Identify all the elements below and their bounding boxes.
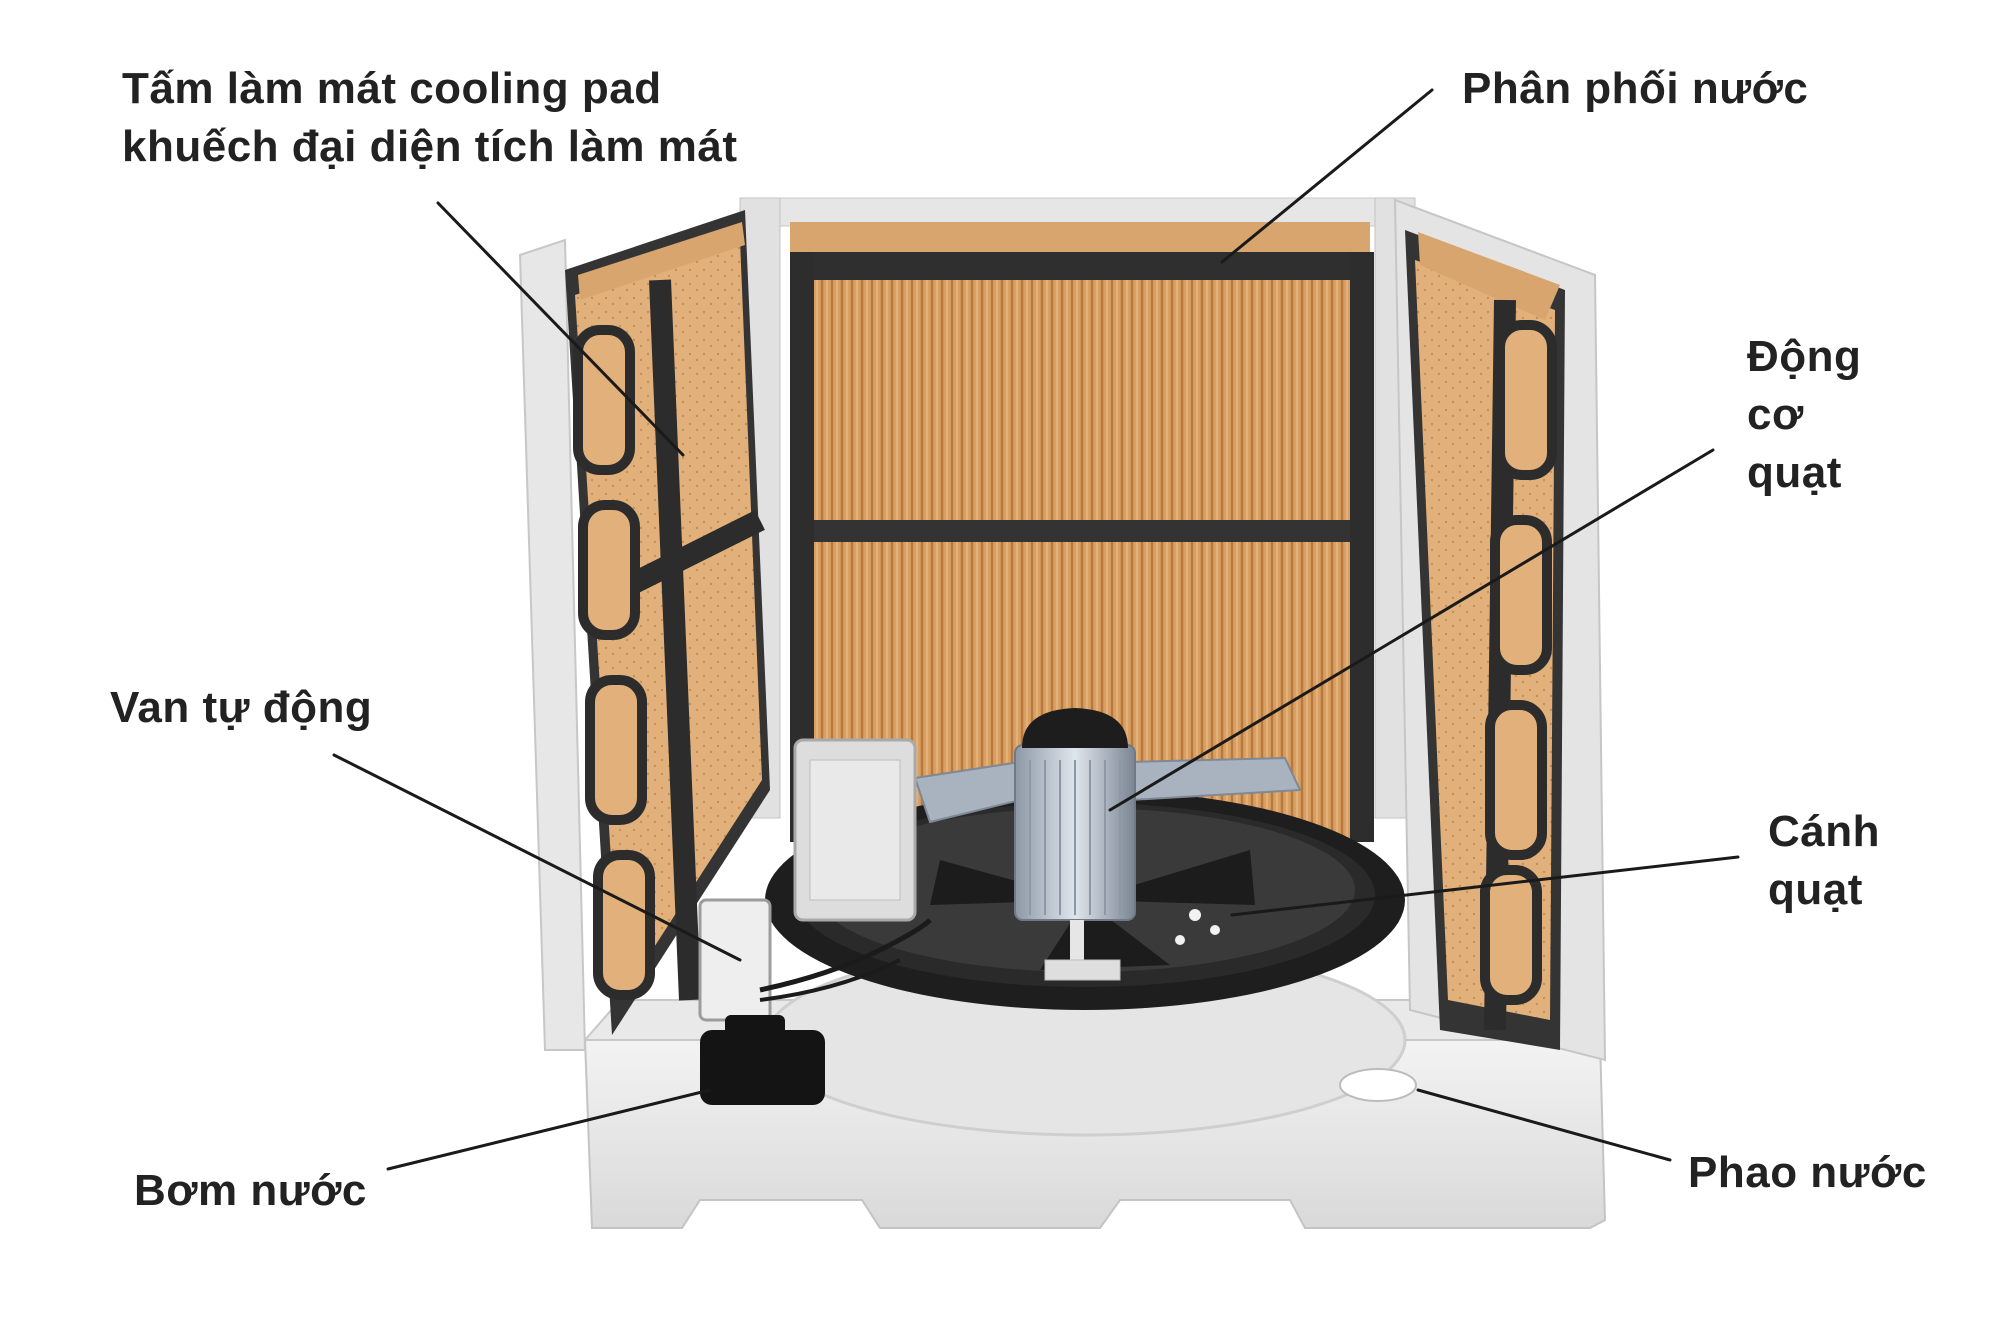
leader-water-float bbox=[1416, 1088, 1672, 1162]
label-fan-blade-line-2: quạt bbox=[1768, 865, 1863, 914]
label-cooling-pad-line-2: khuếch đại diện tích làm mát bbox=[122, 122, 738, 171]
label-water-float: Phao nước bbox=[1688, 1148, 1927, 1197]
leader-auto-valve bbox=[332, 753, 742, 962]
label-cooling-pad-line-1: Tấm làm mát cooling pad bbox=[122, 64, 662, 113]
valve-and-pump bbox=[698, 898, 932, 1105]
leader-fan-blade bbox=[1230, 855, 1740, 917]
label-fan-motor-line-2: cơ bbox=[1747, 390, 1804, 439]
leader-water-pump bbox=[386, 1088, 712, 1171]
label-water-pump: Bơm nước bbox=[134, 1166, 367, 1215]
label-fan-motor-line-3: quạt bbox=[1747, 448, 1842, 497]
label-fan-motor: Động cơ quạt bbox=[1747, 328, 1861, 502]
label-cooling-pad: Tấm làm mát cooling pad khuếch đại diện … bbox=[122, 60, 737, 176]
leader-water-distribution bbox=[1220, 88, 1434, 264]
water-float bbox=[1339, 1068, 1417, 1102]
fan-assembly bbox=[763, 708, 1407, 1137]
label-fan-blade: Cánh quạt bbox=[1768, 803, 1880, 919]
left-side-panel bbox=[518, 210, 770, 1051]
control-box bbox=[793, 738, 917, 922]
label-water-distribution: Phân phối nước bbox=[1462, 64, 1809, 113]
back-cooling-pad bbox=[790, 222, 1374, 842]
label-fan-blade-line-1: Cánh bbox=[1768, 807, 1880, 856]
leader-fan-motor bbox=[1108, 448, 1715, 812]
right-side-panel bbox=[1393, 198, 1607, 1062]
label-fan-motor-line-1: Động bbox=[1747, 332, 1862, 381]
leader-lines bbox=[332, 88, 1740, 1171]
label-auto-valve: Van tự động bbox=[110, 683, 373, 732]
leader-cooling-pad bbox=[436, 201, 685, 457]
